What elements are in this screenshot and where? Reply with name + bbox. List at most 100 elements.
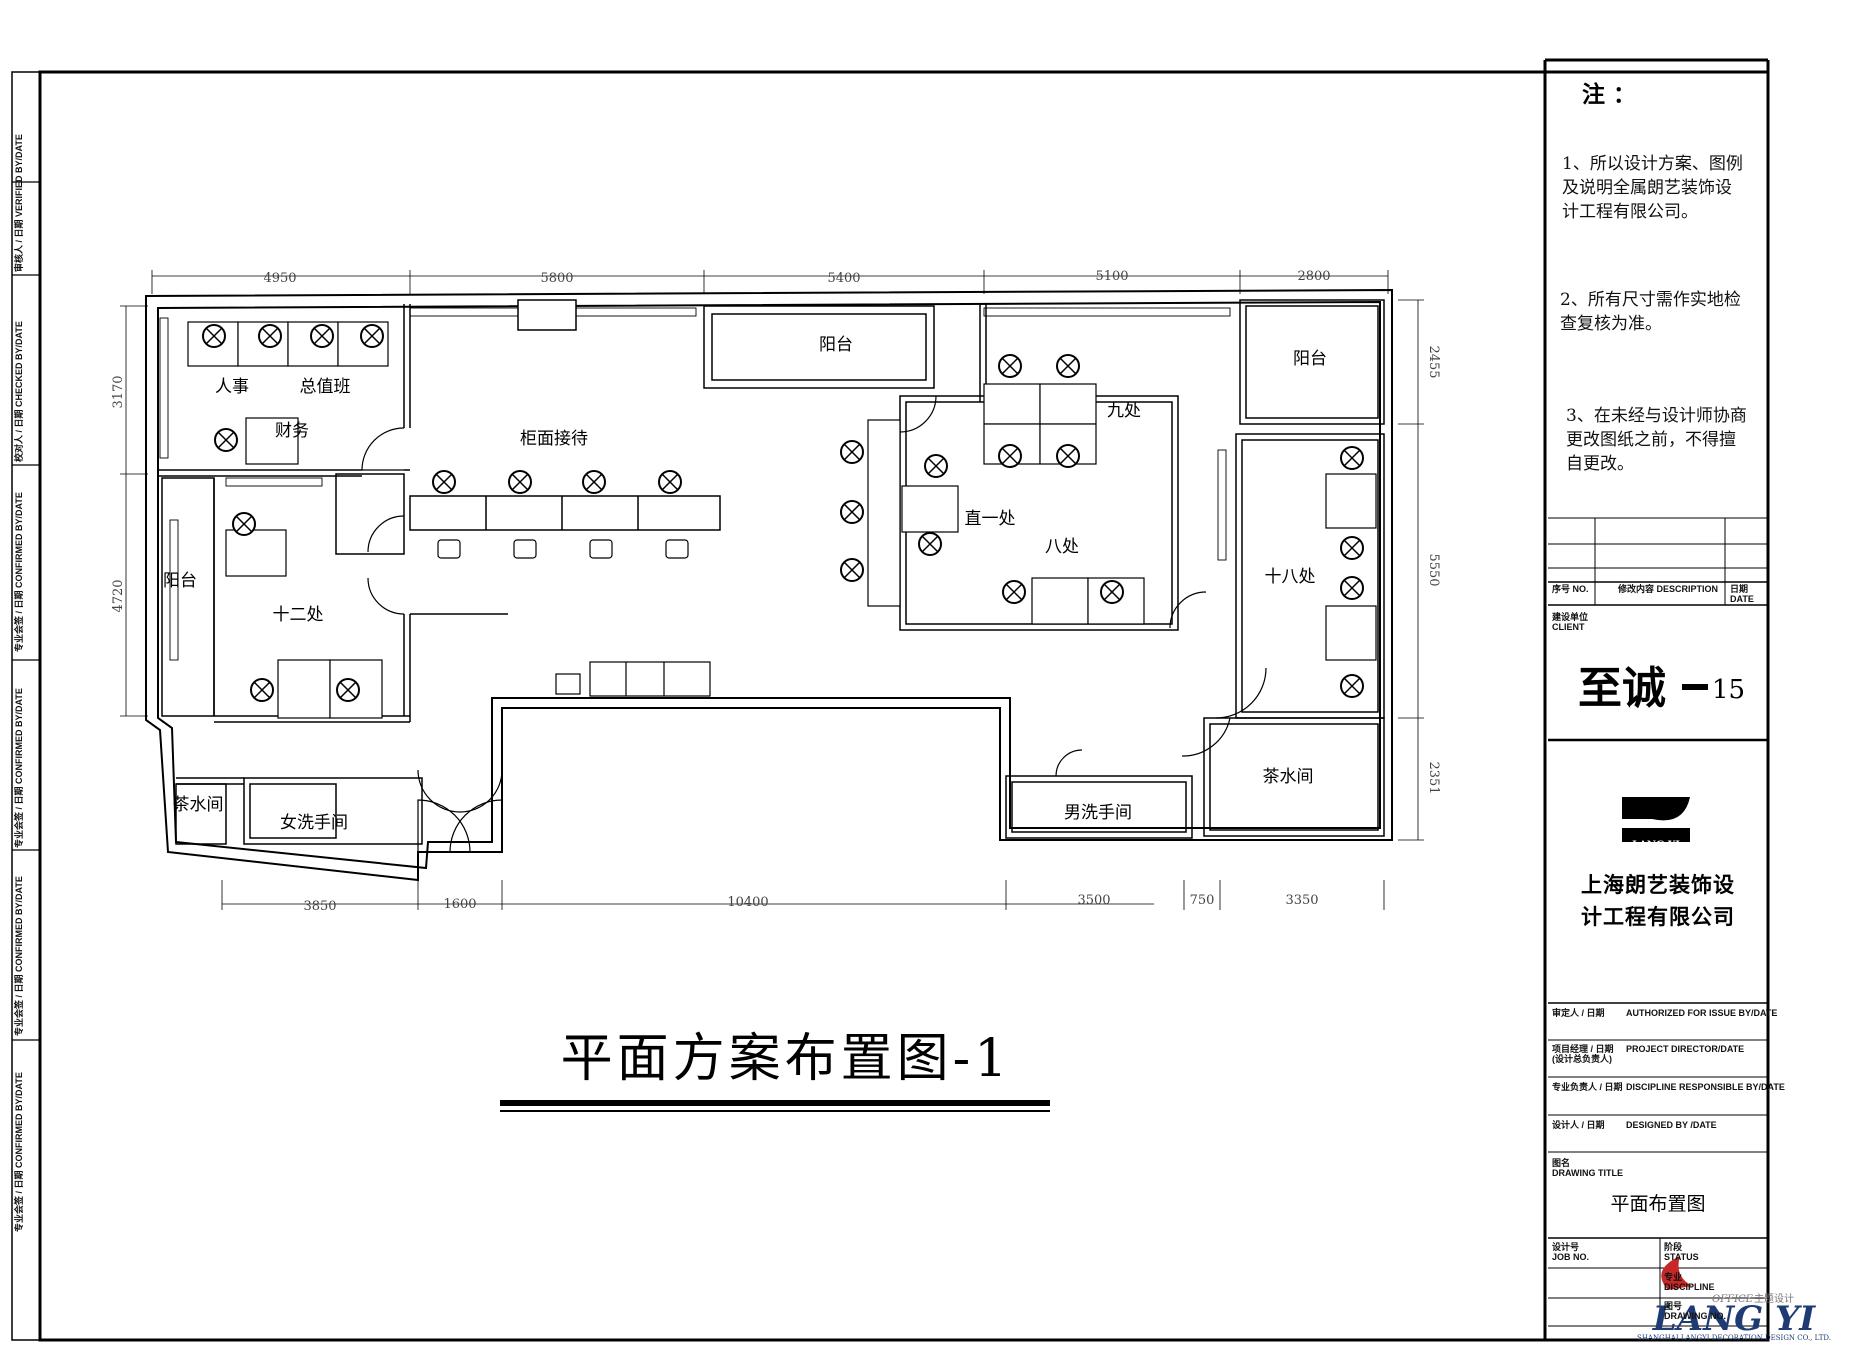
note-line-3: 计工程有限公司。 xyxy=(1562,202,1698,222)
office-chair-cross-1 xyxy=(205,327,223,345)
office-chair-cross-27 xyxy=(1343,677,1361,695)
title-block-frame xyxy=(1543,58,1770,1340)
client-number: 15 xyxy=(1712,675,1745,705)
row-director-en: PROJECT DIRECTOR/DATE xyxy=(1626,1044,1745,1054)
dim-left-1: 3170 xyxy=(111,375,126,408)
row-designer-en: DESIGNED BY /DATE xyxy=(1626,1120,1717,1130)
main-title: 平面方案布置图-1 xyxy=(561,1029,1012,1089)
dim-top-2: 5800 xyxy=(540,271,573,286)
dim-right-3: 2351 xyxy=(1426,761,1441,794)
company-line-2: 计工程有限公司 xyxy=(1581,904,1735,929)
main-title-underline xyxy=(500,1100,1050,1106)
room-label-jiuchu: 九处 xyxy=(1107,401,1141,421)
rev-date-label: 日期 DATE xyxy=(1730,584,1754,604)
left-strip-label-1: 审核人 / 日期 VERIFIED BY/DATE xyxy=(14,134,24,272)
office-chair-cross-25 xyxy=(1343,539,1361,557)
dimension-lines xyxy=(120,270,1424,910)
dimension-labels: 4950 5800 5400 5100 2800 3170 4720 2455 … xyxy=(111,269,1441,914)
dim-top-1: 4950 xyxy=(263,271,296,286)
watermark-office: OFFICE xyxy=(1712,1294,1754,1305)
note-line-4: 2、所有尺寸需作实地检 xyxy=(1560,290,1741,310)
left-strip-label-5: 专业会签 / 日期 CONFIRMED BY/DATE xyxy=(14,876,24,1036)
client-label-en: CLIENT xyxy=(1552,622,1585,632)
office-chair-cross-15 xyxy=(843,561,861,579)
langyi-watermark: OFFICE 主题设计 LANG YI SHANGHAI LANGYI DECO… xyxy=(1637,1256,1831,1342)
room-label-shierchu: 十二处 xyxy=(273,605,324,625)
left-signature-strip xyxy=(11,71,41,1341)
room-label-zongzhiban: 总值班 xyxy=(300,377,351,397)
desk-cluster-zhiyichu xyxy=(867,419,959,607)
left-strip-label-4: 专业会签 / 日期 CONFIRMED BY/DATE xyxy=(14,688,24,848)
office-chair-cross-5 xyxy=(217,431,235,449)
room-label-guimian: 柜面接待 xyxy=(520,429,588,449)
room-label-shibachu: 十八处 xyxy=(1265,567,1316,587)
dim-right-1: 2455 xyxy=(1426,345,1441,378)
row-director-cn: 项目经理 / 日期 (设计总负责人) xyxy=(1552,1044,1614,1064)
left-strip-label-2: 校对人 / 日期 CHECKED BY/DATE xyxy=(14,321,24,462)
row-discipline-en: DISCIPLINE RESPONSIBLE BY/DATE xyxy=(1626,1082,1785,1092)
drawing-no-label-cn: 图号 xyxy=(1664,1301,1683,1311)
office-chair-cross-4 xyxy=(363,327,381,345)
desk-cluster-bachu xyxy=(1031,577,1145,625)
office-chair-cross-10 xyxy=(235,515,253,533)
note-line-1: 1、所以设计方案、图例 xyxy=(1562,154,1743,174)
room-label-chashui-1: 茶水间 xyxy=(173,795,224,815)
note-line-2: 及说明全属朗艺装饰设 xyxy=(1562,178,1732,198)
drawing-title-label-cn: 图名 xyxy=(1552,1158,1571,1168)
doors xyxy=(361,395,1267,853)
office-chair-cross-22 xyxy=(1005,583,1023,601)
left-strip-dividers xyxy=(12,181,40,1041)
note-line-7: 更改图纸之前，不得擅 xyxy=(1566,430,1736,450)
reception-chairs xyxy=(437,539,689,559)
room-label-zhiyichu: 直一处 xyxy=(965,509,1016,529)
dim-bottom-6: 3350 xyxy=(1285,893,1318,908)
watermark-theme: 主题设计 xyxy=(1754,1292,1794,1305)
desk-cluster-shierchu xyxy=(225,529,383,719)
office-chair-cross-14 xyxy=(843,503,861,521)
desk-cluster-jiuchu xyxy=(983,383,1097,465)
office-chair-cross-19 xyxy=(1059,357,1077,375)
office-furniture xyxy=(187,321,1377,719)
office-chair-cross-20 xyxy=(1001,447,1019,465)
rev-desc-label: 修改内容 DESCRIPTION xyxy=(1618,584,1719,594)
dim-bottom-4: 3500 xyxy=(1077,893,1110,908)
room-label-nvxishou: 女洗手间 xyxy=(280,813,348,833)
stage-label-en: STATUS xyxy=(1664,1252,1699,1262)
room-label-yangtai-3: 阳台 xyxy=(163,571,197,591)
left-strip-label-3: 专业会签 / 日期 CONFIRMED BY/DATE xyxy=(14,492,24,652)
dim-bottom-5: 750 xyxy=(1190,893,1215,908)
langyi-logo-mark xyxy=(1622,797,1690,842)
dim-left-2: 4720 xyxy=(111,579,126,612)
note-line-6: 3、在未经与设计师协商 xyxy=(1566,406,1747,426)
windows xyxy=(159,299,1231,661)
room-label-bachu: 八处 xyxy=(1045,537,1079,557)
room-label-chashui-2: 茶水间 xyxy=(1263,767,1314,787)
client-label-cn: 建设单位 xyxy=(1552,612,1589,622)
sofa xyxy=(555,661,711,697)
client-dash xyxy=(1682,684,1708,690)
office-chair-cross-12 xyxy=(339,681,357,699)
office-chair-cross-18 xyxy=(1001,357,1019,375)
room-labels: 人事 总值班 财务 柜面接待 阳台 九处 阳台 直一处 八处 十八处 阳台 十二… xyxy=(163,335,1327,833)
room-label-renshi: 人事 xyxy=(215,377,249,397)
dim-top-5: 2800 xyxy=(1297,269,1330,284)
office-chair-cross-23 xyxy=(1103,583,1121,601)
job-no-label-cn: 设计号 xyxy=(1552,1242,1580,1252)
dim-top-3: 5400 xyxy=(827,271,860,286)
office-chair-cross-26 xyxy=(1343,579,1361,597)
office-chair-cross-7 xyxy=(511,473,529,491)
main-title-underline-thin xyxy=(500,1110,1050,1112)
drawing-title-value: 平面布置图 xyxy=(1610,1193,1705,1215)
office-chair-cross-6 xyxy=(435,473,453,491)
left-strip-label-6: 专业会签 / 日期 CONFIRMED BY/DATE xyxy=(14,1072,24,1232)
room-label-caiwu: 财务 xyxy=(275,421,309,441)
note-line-8: 自更改。 xyxy=(1566,454,1634,474)
dim-right-2: 5550 xyxy=(1426,553,1441,586)
office-chair-cross-9 xyxy=(661,473,679,491)
stage-label-cn: 阶段 xyxy=(1664,1242,1683,1252)
note-line-5: 查复核为准。 xyxy=(1560,314,1662,334)
dim-bottom-3: 10400 xyxy=(727,895,768,910)
row-discipline-cn: 专业负责人 / 日期 xyxy=(1552,1082,1623,1092)
drawing-no-label-en: DRAWING NO. xyxy=(1664,1311,1726,1321)
